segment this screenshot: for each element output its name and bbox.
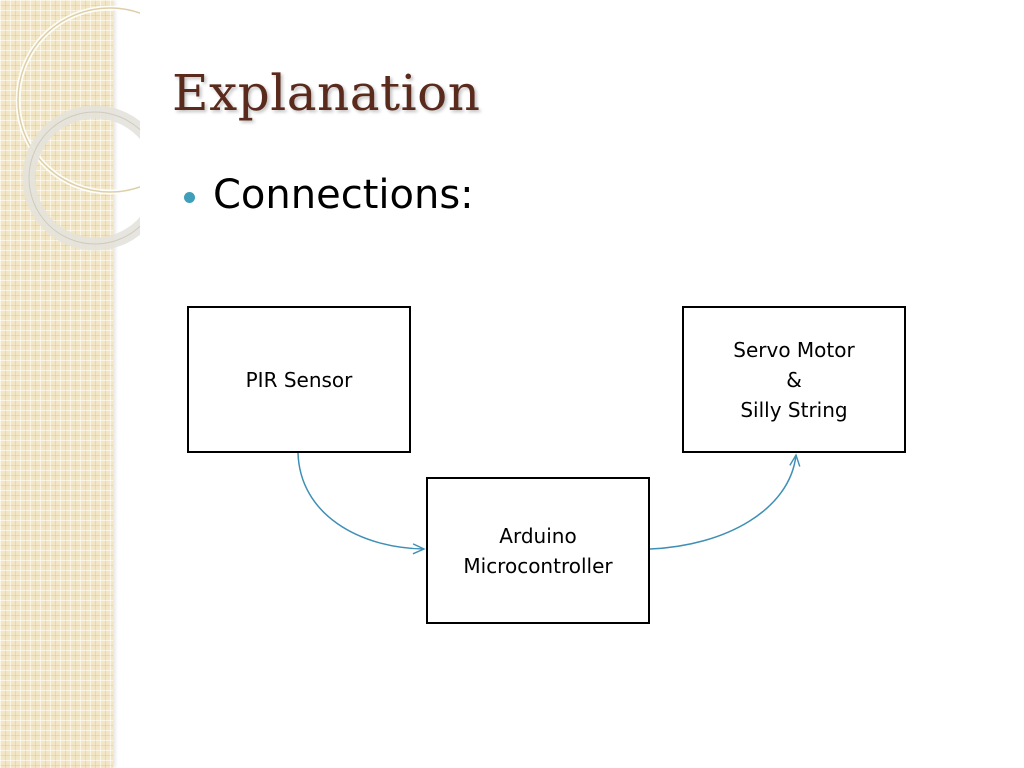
node-label: Servo Motor & Silly String — [733, 337, 855, 422]
node-label: Arduino Microcontroller — [463, 523, 613, 578]
connector-pir-to-arduino — [297, 452, 426, 555]
connector-arduino-to-servo — [649, 453, 801, 550]
node-servo-motor-silly-string: Servo Motor & Silly String — [682, 306, 906, 453]
node-arduino-microcontroller: Arduino Microcontroller — [426, 477, 650, 624]
bullet-item: Connections: — [184, 172, 474, 218]
decorative-rings — [15, 5, 140, 251]
slide-title: Explanation — [172, 64, 481, 122]
node-label: PIR Sensor — [245, 367, 353, 392]
bullet-dot-icon — [184, 191, 195, 203]
bullet-text: Connections: — [213, 172, 474, 218]
node-pir-sensor: PIR Sensor — [187, 306, 411, 453]
